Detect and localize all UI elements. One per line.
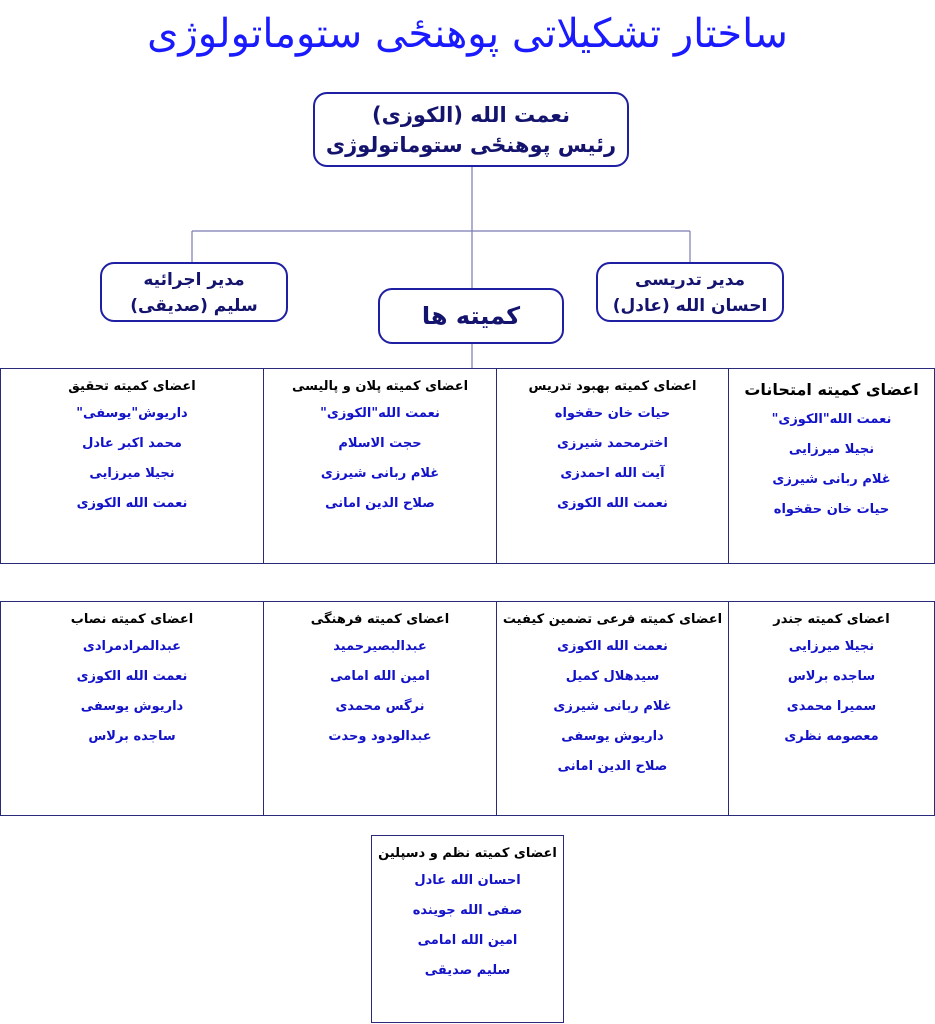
member-name: آیت الله احمدزی <box>560 466 665 481</box>
member-name: غلام ربانی شیرزی <box>772 472 891 487</box>
member-name: اخترمحمد شیرزی <box>557 436 668 451</box>
member-list: نعمت الله"الکوزی" نجیلا میرزایی غلام ربا… <box>729 405 934 525</box>
quality-assurance-committee: اعضای کمیته فرعی تضمین کیفیت نعمت الله ا… <box>496 602 728 815</box>
member-name: عبدالمرادمرادی <box>82 639 182 654</box>
committee-title: اعضای کمیته بهبود تدریس <box>528 379 697 394</box>
member-name: سیدهلال کمیل <box>565 669 660 684</box>
member-name: نجیلا میرزایی <box>89 466 175 481</box>
member-name: داریوش یوسفی <box>80 699 184 714</box>
committee-title: اعضای کمیته پلان و پالیسی <box>291 379 469 394</box>
member-name: احسان الله عادل <box>414 873 521 888</box>
member-name: معصومه نظری <box>784 729 879 744</box>
member-name: حیات خان حقخواه <box>773 502 890 517</box>
member-list: احسان الله عادل صفی الله جوینده امین الل… <box>372 866 563 986</box>
committees-label: کمیته ها <box>421 302 521 330</box>
exams-committee: اعضای کمیته امتحانات نعمت الله"الکوزی" ن… <box>728 369 934 563</box>
committee-title: اعضای کمیته نظم و دسپلین <box>378 846 557 861</box>
member-name: امین الله امامی <box>330 669 430 684</box>
member-list: نعمت الله الکوزی سیدهلال کمیل غلام ربانی… <box>497 632 728 782</box>
plan-policy-committee: اعضای کمیته پلان و پالیسی نعمت الله"الکو… <box>263 369 496 563</box>
member-name: غلام ربانی شیرزی <box>320 466 440 481</box>
committee-title: اعضای کمیته فرهنگی <box>310 612 450 627</box>
committee-title: اعضای کمیته فرعی تضمین کیفیت <box>502 612 723 627</box>
member-name: سمیرا محمدی <box>786 699 877 714</box>
gender-committee: اعضای کمیته جندر نجیلا میرزایی ساجده برل… <box>728 602 934 815</box>
committee-title: اعضای کمیته تحقیق <box>68 379 196 394</box>
member-name: داریوش"یوسفی" <box>76 406 188 421</box>
member-name: نعمت الله الکوزی <box>557 639 668 654</box>
member-name: حیات خان حقخواه <box>554 406 671 421</box>
admin-director-box: مدیر اجرائیه سلیم (صدیقی) <box>100 262 288 322</box>
admin-director-name: سلیم (صدیقی) <box>130 296 258 316</box>
member-name: نعمت الله"الکوزی" <box>320 406 440 421</box>
discipline-committee-panel: اعضای کمیته نظم و دسپلین احسان الله عادل… <box>371 835 564 1023</box>
committee-title: اعضای کمیته امتحانات <box>744 380 919 399</box>
teaching-director-title: مدیر تدریسی <box>634 270 746 290</box>
member-name: نرگس محمدی <box>335 699 425 714</box>
page-title: ساختار تشکیلاتی پوهنځی ستوماتولوژی <box>147 11 788 57</box>
member-name: حجت الاسلام <box>338 436 422 451</box>
member-name: عبدالودود وحدت <box>328 729 432 744</box>
org-connector-lines <box>191 167 691 368</box>
member-name: نجیلا میرزایی <box>788 639 875 654</box>
committees-row-2: اعضای کمیته جندر نجیلا میرزایی ساجده برل… <box>0 601 935 816</box>
discipline-committee: اعضای کمیته نظم و دسپلین احسان الله عادل… <box>372 836 563 1022</box>
member-name: امین الله امامی <box>417 933 518 948</box>
member-name: صلاح الدین امانی <box>557 759 668 774</box>
member-list: عبدالمرادمرادی نعمت الله الکوزی داریوش ی… <box>1 632 263 752</box>
faculty-head-role: رئیس پوهنځی ستوماتولوژی <box>325 133 617 157</box>
faculty-head-name: نعمت الله (الکوزی) <box>371 103 571 127</box>
member-name: داریوش یوسفی <box>561 729 664 744</box>
member-name: محمد اکبر عادل <box>82 436 182 451</box>
curriculum-committee: اعضای کمیته نصاب عبدالمرادمرادی نعمت الل… <box>1 602 263 815</box>
member-name: نعمت الله الکوزی <box>76 669 188 684</box>
member-list: داریوش"یوسفی" محمد اکبر عادل نجیلا میرزا… <box>1 399 263 519</box>
teaching-director-name: احسان الله (عادل) <box>612 296 768 316</box>
member-name: صفی الله جوینده <box>412 903 523 918</box>
member-name: غلام ربانی شیرزی <box>553 699 672 714</box>
committee-title: اعضای کمیته نصاب <box>70 612 194 627</box>
member-list: عبدالبصیرحمید امین الله امامی نرگس محمدی… <box>264 632 496 752</box>
teaching-director-box: مدیر تدریسی احسان الله (عادل) <box>596 262 784 322</box>
admin-director-title: مدیر اجرائیه <box>143 270 245 290</box>
member-name: عبدالبصیرحمید <box>333 639 427 654</box>
committees-row-1: اعضای کمیته امتحانات نعمت الله"الکوزی" ن… <box>0 368 935 564</box>
cultural-committee: اعضای کمیته فرهنگی عبدالبصیرحمید امین ال… <box>263 602 496 815</box>
research-committee: اعضای کمیته تحقیق داریوش"یوسفی" محمد اکب… <box>1 369 263 563</box>
member-name: نعمت الله الکوزی <box>557 496 668 511</box>
member-list: حیات خان حقخواه اخترمحمد شیرزی آیت الله … <box>497 399 728 519</box>
member-name: صلاح الدین امانی <box>325 496 435 511</box>
member-name: سلیم صدیقی <box>424 963 511 978</box>
member-list: نعمت الله"الکوزی" حجت الاسلام غلام ربانی… <box>264 399 496 519</box>
member-name: ساجده برلاس <box>88 729 176 744</box>
member-list: نجیلا میرزایی ساجده برلاس سمیرا محمدی مع… <box>729 632 934 752</box>
faculty-head-box: نعمت الله (الکوزی) رئیس پوهنځی ستوماتولو… <box>313 92 629 167</box>
committees-box: کمیته ها <box>378 288 564 344</box>
member-name: ساجده برلاس <box>787 669 876 684</box>
member-name: نعمت الله"الکوزی" <box>771 412 892 427</box>
member-name: نعمت الله الکوزی <box>76 496 188 511</box>
member-name: نجیلا میرزایی <box>788 442 875 457</box>
committee-title: اعضای کمیته جندر <box>773 612 890 627</box>
teaching-improvement-committee: اعضای کمیته بهبود تدریس حیات خان حقخواه … <box>496 369 728 563</box>
